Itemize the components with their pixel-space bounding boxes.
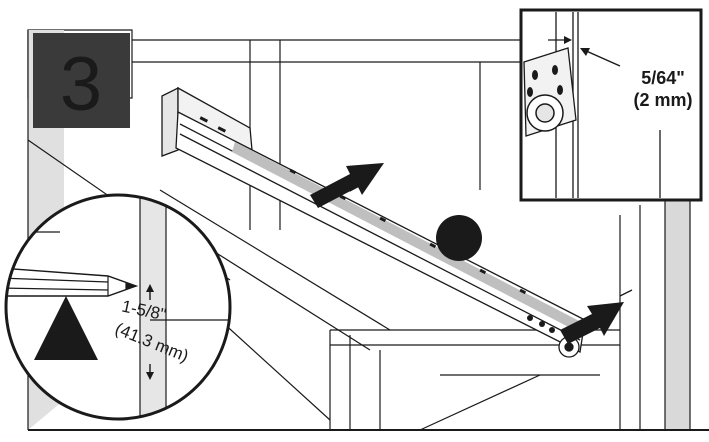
part-callout-badge — [436, 215, 482, 261]
gap-detail-inset — [519, 8, 703, 202]
step-number-box — [33, 33, 130, 128]
pencil-step-label: 1 — [60, 334, 72, 359]
gap-measurement-imperial: 5/64" — [641, 68, 685, 88]
gap-measurement-metric: (2 mm) — [633, 90, 692, 110]
pencil-mark-magnifier — [4, 193, 232, 421]
direction-arrow-lower — [560, 302, 624, 344]
step-warning-triangle — [34, 296, 98, 360]
direction-arrow-upper — [310, 163, 384, 208]
step-number: 3 — [60, 42, 102, 127]
part-callout-letter: C — [447, 221, 470, 257]
